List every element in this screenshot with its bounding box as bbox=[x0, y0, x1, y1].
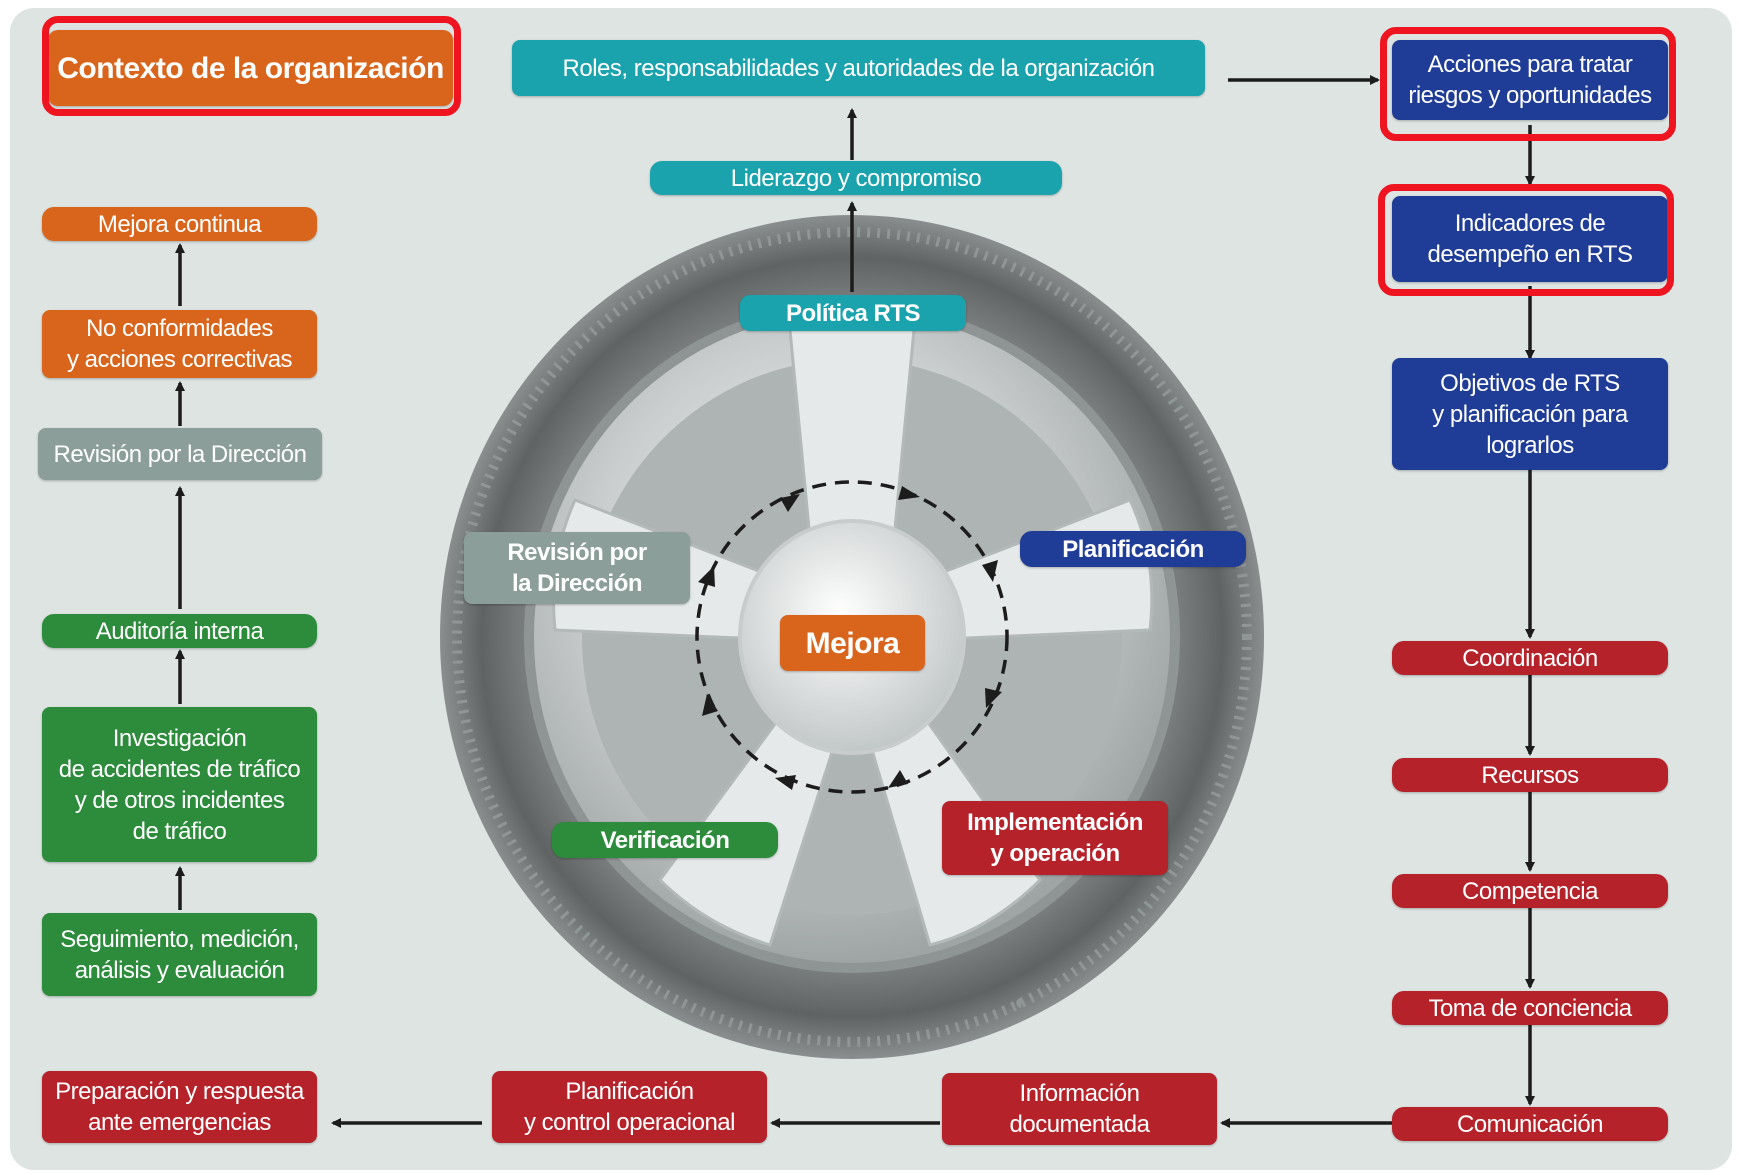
internal-audit-box: Auditoría interna bbox=[42, 614, 317, 648]
cycle-arrowheads bbox=[698, 486, 1002, 790]
indicators-highlight bbox=[1378, 184, 1674, 296]
improvement-center-box: Mejora bbox=[780, 615, 925, 671]
coordination-box: Coordinación bbox=[1392, 641, 1668, 675]
monitoring-box: Seguimiento, medición, análisis y evalua… bbox=[42, 913, 317, 996]
operational-control-box: Planificación y control operacional bbox=[492, 1071, 767, 1143]
risk-actions-box: Acciones para tratar riesgos y oportunid… bbox=[1392, 40, 1668, 120]
emergency-box: Preparación y respuesta ante emergencias bbox=[42, 1071, 317, 1143]
management-review-box: Revisión por la Dirección bbox=[38, 428, 322, 480]
objectives-box: Objetivos de RTS y planificación para lo… bbox=[1392, 358, 1668, 470]
investigation-box: Investigación de accidentes de tráfico y… bbox=[42, 707, 317, 862]
leadership-box: Liderazgo y compromiso bbox=[650, 161, 1062, 195]
competence-box: Competencia bbox=[1392, 874, 1668, 908]
risk-actions-highlight bbox=[1380, 27, 1676, 141]
continuous-improvement-box: Mejora continua bbox=[42, 207, 317, 241]
nonconformities-box: No conformidades y acciones correctivas bbox=[42, 310, 317, 378]
policy-box: Política RTS bbox=[740, 295, 966, 331]
context-highlight bbox=[42, 16, 461, 116]
wheel-implementation-box: Implementación y operación bbox=[942, 801, 1168, 875]
communication-box: Comunicación bbox=[1392, 1107, 1668, 1141]
wheel-review-box: Revisión por la Dirección bbox=[464, 532, 690, 604]
indicators-box: Indicadores de desempeño en RTS bbox=[1392, 196, 1668, 282]
wheel-verification-box: Verificación bbox=[552, 822, 778, 858]
awareness-box: Toma de conciencia bbox=[1392, 991, 1668, 1025]
wheel-planning-box: Planificación bbox=[1020, 531, 1246, 567]
context-box: Contexto de la organización bbox=[48, 30, 453, 106]
resources-box: Recursos bbox=[1392, 758, 1668, 792]
roles-box: Roles, responsabilidades y autoridades d… bbox=[512, 40, 1205, 96]
improvement-cycle-circle bbox=[695, 480, 1009, 794]
tire-tread bbox=[452, 227, 1252, 1047]
documented-info-box: Información documentada bbox=[942, 1073, 1217, 1145]
